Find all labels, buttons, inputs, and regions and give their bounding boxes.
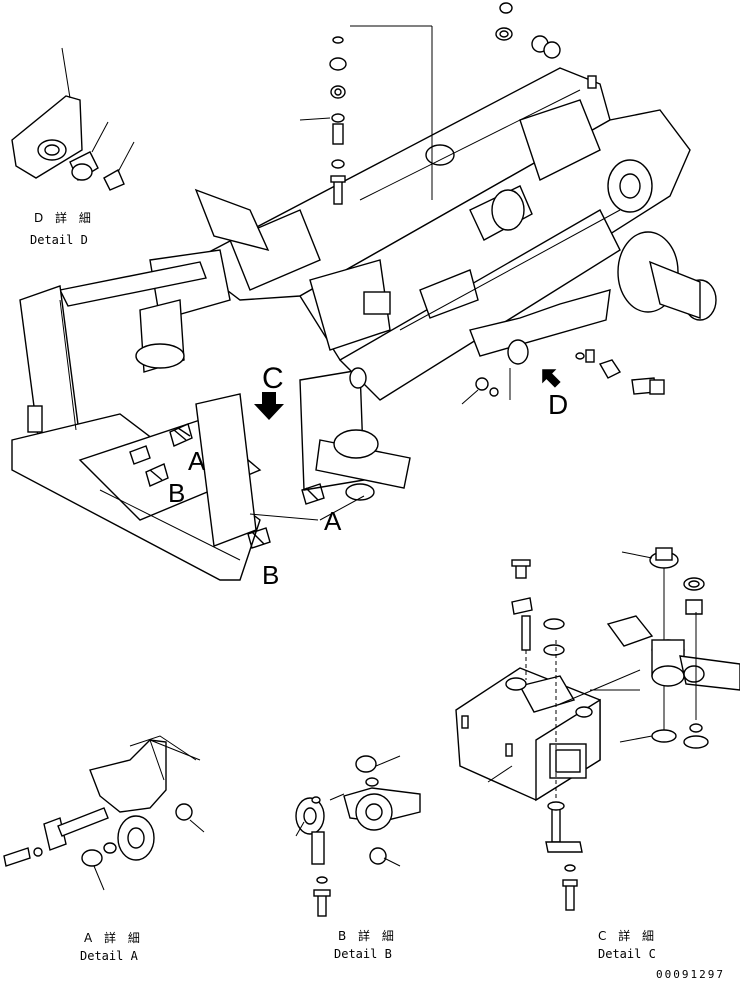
callout-a-left: A	[188, 446, 206, 476]
arrow-d-icon	[542, 369, 561, 388]
callout-b-left: B	[168, 478, 185, 508]
detail-b-illustration	[295, 755, 421, 917]
detail-b-caption-en: Detail B	[334, 947, 392, 961]
callout-c: C	[262, 362, 284, 395]
detail-a-caption-jp: A 詳 細	[84, 930, 144, 945]
detail-a-illustration	[3, 735, 205, 891]
detail-d-illustration	[11, 47, 135, 191]
detail-d-caption-jp: D 詳 細	[34, 210, 95, 225]
callout-a-right: A	[324, 506, 342, 536]
arrow-a-hatched-icon	[169, 423, 193, 447]
arrow-c-icon	[254, 392, 284, 420]
top-fastener-stack	[299, 2, 597, 205]
main-frame-assembly	[11, 67, 717, 581]
arrow-b-hatched-icon	[145, 463, 271, 549]
detail-a-caption-en: Detail A	[80, 949, 139, 963]
right-fasteners	[461, 349, 665, 405]
callout-b-bottom: B	[262, 560, 279, 590]
detail-d-caption-en: Detail D	[30, 233, 88, 247]
detail-c-illustration	[455, 547, 740, 911]
detail-c-caption-jp: C 詳 細	[598, 928, 658, 943]
drawing-code: 00091297	[656, 968, 725, 981]
callout-d: D	[548, 389, 568, 420]
detail-c-caption-en: Detail C	[598, 947, 656, 961]
detail-b-caption-jp: B 詳 細	[338, 928, 398, 943]
arrow-marks	[129, 369, 561, 549]
